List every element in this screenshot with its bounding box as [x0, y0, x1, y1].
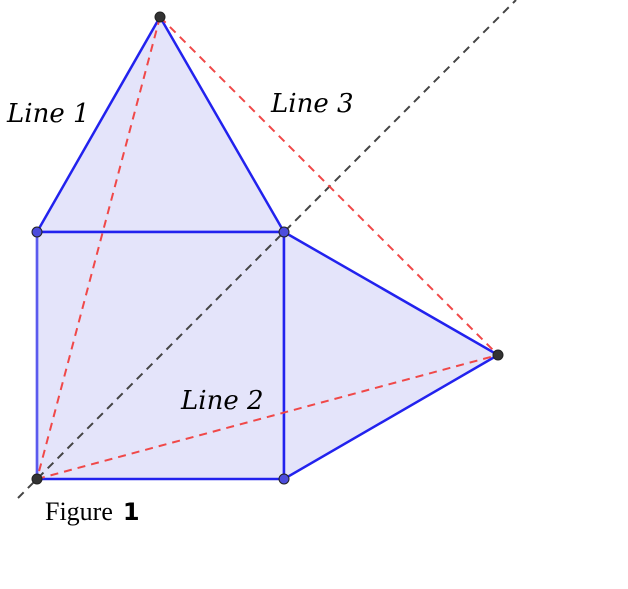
vertex-bottom-right[interactable]	[278, 473, 290, 485]
vertex-bottom-left[interactable]	[31, 473, 43, 485]
vertex-top-right[interactable]	[278, 226, 290, 238]
vertex-right[interactable]	[492, 349, 504, 361]
line-3	[159, 16, 499, 356]
right-triangle	[282, 229, 501, 482]
caption-word: Figure	[45, 497, 113, 526]
label-line-1: Line 1	[6, 99, 90, 129]
vertex-apex[interactable]	[154, 11, 166, 23]
line-2	[36, 354, 499, 480]
line-1	[36, 16, 161, 480]
dashed-lines	[17, 0, 517, 499]
figure-caption: Figure 1	[45, 497, 140, 526]
caption-number: 1	[123, 498, 140, 526]
label-line-2: Line 2	[180, 386, 264, 416]
symmetry-axis	[17, 0, 517, 499]
vertices	[31, 11, 504, 485]
vertex-top-left[interactable]	[31, 226, 43, 238]
label-line-3: Line 3	[270, 89, 354, 119]
